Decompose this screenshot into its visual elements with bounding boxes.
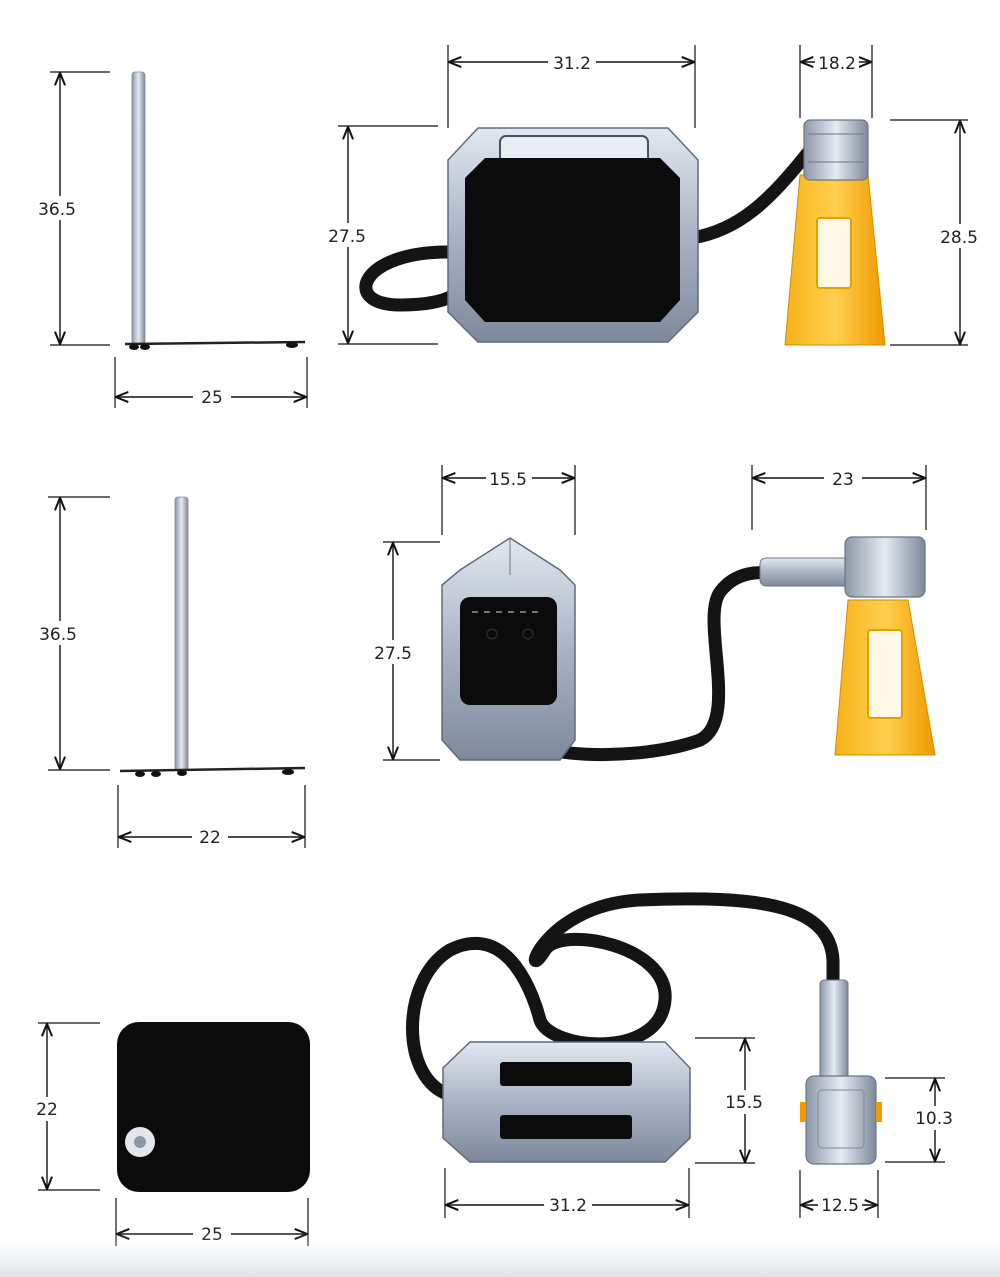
stand-base-top-view [117,1022,310,1192]
marking-head-side [784,119,886,346]
label-stand-height-1: 36.5 [38,200,76,220]
label-box-width-3: 31.2 [549,1196,587,1216]
row2-machine-group: 15.5 27.5 23 [368,465,936,762]
laser-source-box-top [442,1041,691,1163]
label-box-depth-2: 15.5 [489,470,527,490]
row1-stand-group: 36.5 25 [36,71,308,408]
label-head-depth-3: 10.3 [915,1109,953,1129]
row1-machine-group: 31.2 27.5 18.2 [322,45,986,346]
stand-pole [131,71,146,345]
label-head-length-2: 23 [832,470,854,490]
label-head-width-1: 18.2 [818,54,856,74]
label-box-depth-3: 15.5 [725,1093,763,1113]
label-box-height-1: 27.5 [328,227,366,247]
stand-pole-side [174,496,189,771]
label-stand-base-1: 25 [201,388,223,408]
row3-base-group: 22 25 [26,1022,310,1246]
stand-base-plate [124,340,306,346]
marking-head-front [759,536,936,756]
label-stand-base-2: 22 [199,828,221,848]
label-box-height-2: 27.5 [374,644,412,664]
laser-source-box-front [447,127,699,343]
row3-machine-group: 15.5 31.2 10.3 12.5 [406,892,960,1218]
row2-stand-group: 36.5 22 [34,496,306,848]
label-head-width-3: 12.5 [821,1196,859,1216]
laser-source-box-side [441,537,576,761]
label-head-height-1: 28.5 [940,228,978,248]
bottom-fog [0,1230,1000,1277]
label-base-depth-3: 22 [36,1100,58,1120]
stand-base-plate-side [119,766,306,773]
marking-head-top [800,979,882,1165]
label-stand-height-2: 36.5 [39,625,77,645]
label-box-width-1: 31.2 [553,54,591,74]
